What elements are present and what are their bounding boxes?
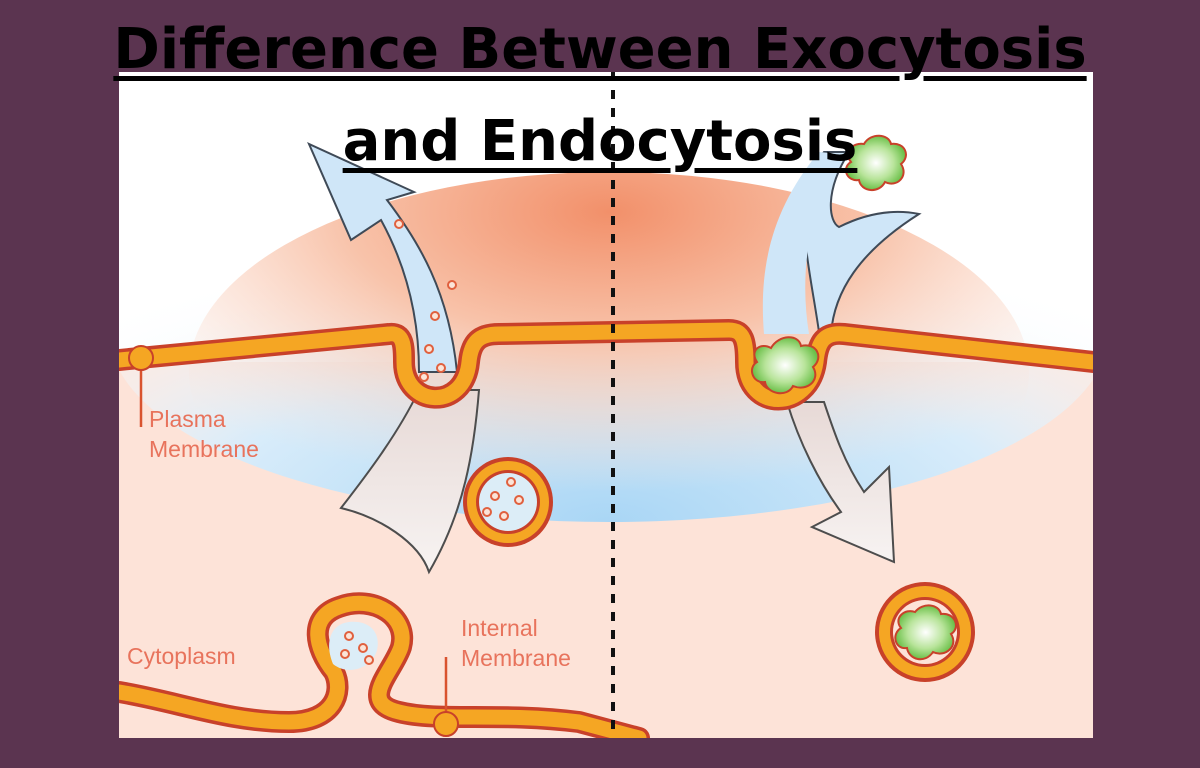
plasma-membrane-label-line-2: Membrane <box>149 436 259 462</box>
diagram-panel: Plasma Membrane Cytoplasm Internal Membr… <box>119 72 1093 738</box>
internal-membrane <box>119 592 650 738</box>
extracellular-cargo <box>844 134 907 191</box>
vesicle-transport-arrow <box>339 389 481 575</box>
plasma-membrane-pointer <box>128 345 154 427</box>
internal-membrane-pointer <box>433 657 459 737</box>
engulfed-cargo <box>750 336 820 395</box>
plasma-membrane-label-line-1: Plasma <box>149 406 226 432</box>
endocytosis-uptake-arrow-body <box>762 152 839 334</box>
diagram-title: Difference Between Exocytosis and Endocy… <box>0 4 1200 188</box>
title-line-2: and Endocytosis <box>342 109 858 174</box>
internal-membrane-label-line-1: Internal <box>461 615 538 641</box>
cytoplasm-label: Cytoplasm <box>127 643 236 669</box>
diagram-svg <box>119 72 1093 738</box>
secreted-molecules <box>394 219 457 382</box>
cytoplasm-glow <box>189 172 1029 572</box>
plasma-membrane-label: Plasma Membrane <box>149 404 259 464</box>
endocytic-vesicle <box>875 582 975 682</box>
endocytic-vesicle-arrow <box>785 401 896 564</box>
title-line-1: Difference Between Exocytosis <box>113 17 1087 82</box>
internal-membrane-label: Internal Membrane <box>461 613 571 673</box>
secretory-vesicle <box>463 457 553 547</box>
internal-membrane-label-line-2: Membrane <box>461 645 571 671</box>
exocytosis-release-arrow <box>307 142 459 373</box>
